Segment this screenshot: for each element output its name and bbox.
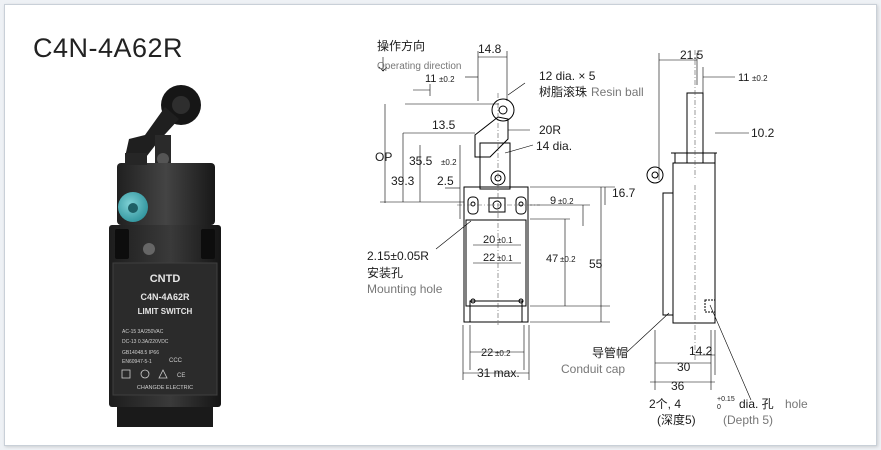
dim-14-2: 14.2 [689,344,713,358]
photo-ccc-mark: CCC [169,358,183,364]
dim-14dia: 14 dia. [536,139,572,153]
photo-standard-gb: GB14048.5 IP66 [122,350,159,356]
front-head [479,142,511,190]
mount-cn: 安装孔 [367,265,403,280]
dim-20: 20 [483,234,495,246]
side-body [672,162,716,324]
photo-brand: CNTD [150,273,181,285]
roller-size: 12 dia. × 5 [539,69,596,83]
front-base [469,300,523,323]
ground-icon [121,369,131,379]
dim-mount: 2.15±0.05R [367,249,429,263]
roller-en: Resin ball [591,85,644,99]
roller-wheel [491,98,515,122]
front-body [463,186,529,323]
dim-2-5: 2.5 [437,174,454,188]
hole-prefix: 2个, 4 [649,397,681,411]
hole-tol-lower: 0 [717,404,721,411]
dim-11: 11 [425,73,436,85]
depth-en: (Depth 5) [723,413,773,427]
dim-14-8: 14.8 [478,42,502,56]
hole-tol-upper: +0.15 [717,396,735,403]
photo-model: C4N-4A62R [140,292,190,302]
photo-rating-dc: DC-13 0.3A/220VDC [122,339,169,345]
symbol-icon [140,369,150,379]
hole-suffix: dia. 孔 [739,397,774,411]
depth-cn: (深度5) [657,412,696,427]
dim-21-5: 21.5 [680,48,704,62]
spec-sheet: C4N-4A62R [4,4,877,446]
warning-icon [158,369,168,379]
roller-cn: 树脂滚珠 [539,84,587,99]
dim-22: 22 [483,252,495,264]
dimension-drawing: 操作方向 Operating direction 14.8 11 ±0.2 12… [367,38,808,427]
dim-30: 30 [677,360,691,374]
dim-11-side: 11 [738,72,749,84]
dim-20r: 20R [539,123,561,137]
mount-en: Mounting hole [367,282,443,296]
dim-36: 36 [671,379,685,393]
dim-35-5-tol: ±0.2 [441,158,457,167]
conduit-en: Conduit cap [561,362,625,376]
dim-16-7: 16.7 [612,186,636,200]
photo-maker: CHANGDE ELECTRIC [137,385,193,391]
dim-22-tol: ±0.1 [497,254,513,263]
dim-47-tol: ±0.2 [560,255,576,264]
model-title: C4N-4A62R [33,33,184,63]
dim-9-tol: ±0.2 [558,197,574,206]
photo-type: LIMIT SWITCH [138,307,193,316]
op-dir-cn: 操作方向 [377,38,425,53]
dim-11-side-tol: ±0.2 [752,74,768,83]
dim-47: 47 [546,253,558,265]
photo-standard-en: EN60947-5-1 [122,359,152,365]
dim-39-3: 39.3 [391,174,415,188]
dim-10-2: 10.2 [751,126,775,140]
dim-22b: 22 [481,347,493,359]
dim-11-tol: ±0.2 [439,75,455,84]
dim-op: OP [375,150,392,164]
dim-13-5: 13.5 [432,118,456,132]
dim-22b-tol: ±0.2 [495,349,511,358]
op-dir-en: Operating direction [377,61,462,72]
dim-20-tol: ±0.1 [497,236,513,245]
conduit-cn: 导管帽 [592,345,628,360]
dim-35-5: 35.5 [409,154,433,168]
photo-rating-ac: AC-15 3A/250VAC [122,329,164,335]
photo-ce-mark: CE [177,373,185,379]
hole-en: hole [785,397,808,411]
dim-9: 9 [550,195,556,207]
dim-55: 55 [589,257,603,271]
product-photo: CNTD C4N-4A62R LIMIT SWITCH AC-15 3A/250… [109,85,221,427]
dim-31-max: 31 max. [477,366,520,380]
front-label-area [465,219,527,307]
conduit-cap [646,166,664,184]
